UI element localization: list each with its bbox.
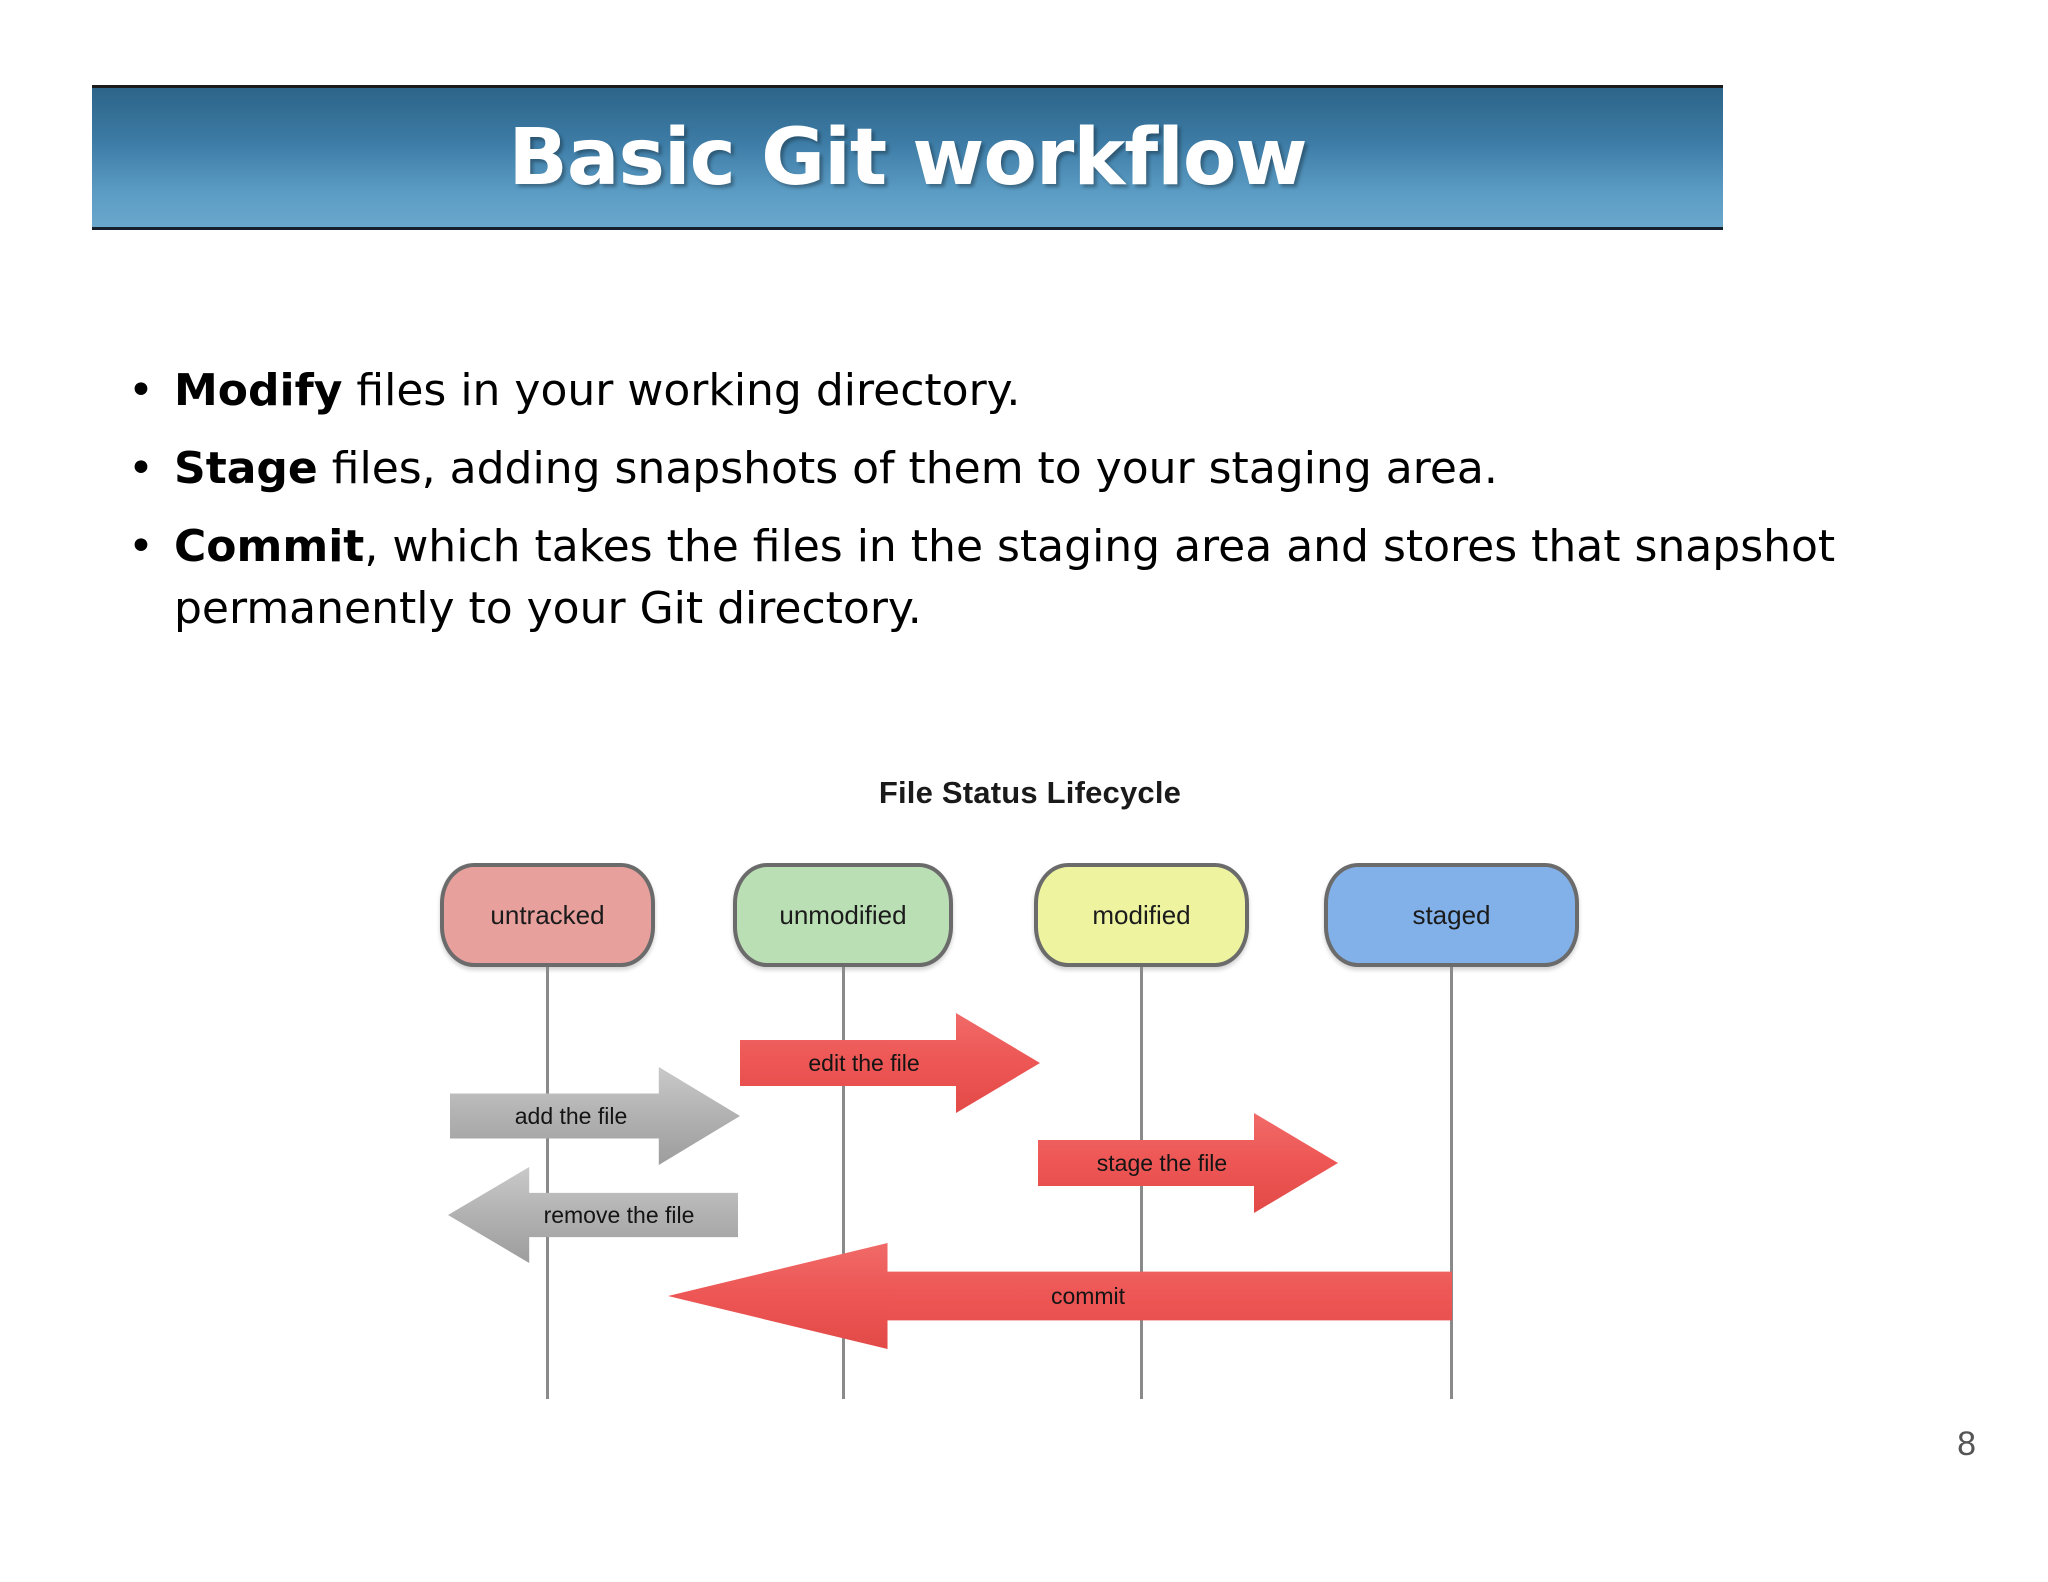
bullet-text: Commit, which takes the files in the sta… [174,516,1914,640]
transition-arrow-add-the-file: add the file [450,1067,740,1165]
lifeline-unmodified [842,967,845,1399]
bullet-lead-term: Stage [174,443,318,494]
state-label: unmodified [779,899,907,930]
transition-label: edit the file [808,1049,920,1076]
transition-arrow-remove-the-file: remove the file [448,1167,738,1263]
bullet-rest-text: , which takes the files in the staging a… [174,521,1836,634]
state-node-unmodified: unmodified [733,863,953,967]
transition-label: add the file [514,1102,628,1129]
state-node-modified: modified [1034,863,1249,967]
bullet-point-icon: • [128,443,154,494]
transition-label: stage the file [1096,1149,1228,1176]
bullet-rest-text: files in your working directory. [342,365,1021,416]
transition-arrow-stage-the-file: stage the file [1038,1113,1338,1213]
bullet-text: Stage files, adding snapshots of them to… [174,438,1914,500]
transition-arrow-edit-the-file: edit the file [740,1013,1040,1113]
bullet-lead-term: Modify [174,365,343,416]
lifeline-untracked [546,967,549,1399]
bullet-rest-text: files, adding snapshots of them to your … [317,443,1498,494]
bullet-list: • Modify files in your working directory… [128,360,1928,656]
bullet-text: Modify files in your working directory. [174,360,1914,422]
state-label: modified [1092,899,1191,930]
transition-label: remove the file [543,1201,695,1228]
slide-title-banner: Basic Git workflow [92,85,1723,230]
list-item: • Modify files in your working directory… [128,360,1928,422]
state-node-staged: staged [1324,863,1579,967]
list-item: • Stage files, adding snapshots of them … [128,438,1928,500]
state-node-untracked: untracked [440,863,655,967]
state-label: untracked [490,899,605,930]
diagram-title: File Status Lifecycle [878,775,1182,810]
bullet-point-icon: • [128,365,154,416]
page-number: 8 [1957,1425,1976,1463]
list-item: • Commit, which takes the files in the s… [128,516,1928,640]
bullet-lead-term: Commit [174,521,365,572]
page-title: Basic Git workflow [508,112,1307,203]
transition-label: commit [1050,1282,1126,1309]
file-status-lifecycle-diagram: File Status Lifecycle untracked unmodifi… [440,775,1620,1435]
state-label: staged [1412,899,1491,930]
lifeline-staged [1450,967,1453,1399]
bullet-point-icon: • [128,521,154,572]
transition-arrow-commit: commit [668,1243,1452,1349]
